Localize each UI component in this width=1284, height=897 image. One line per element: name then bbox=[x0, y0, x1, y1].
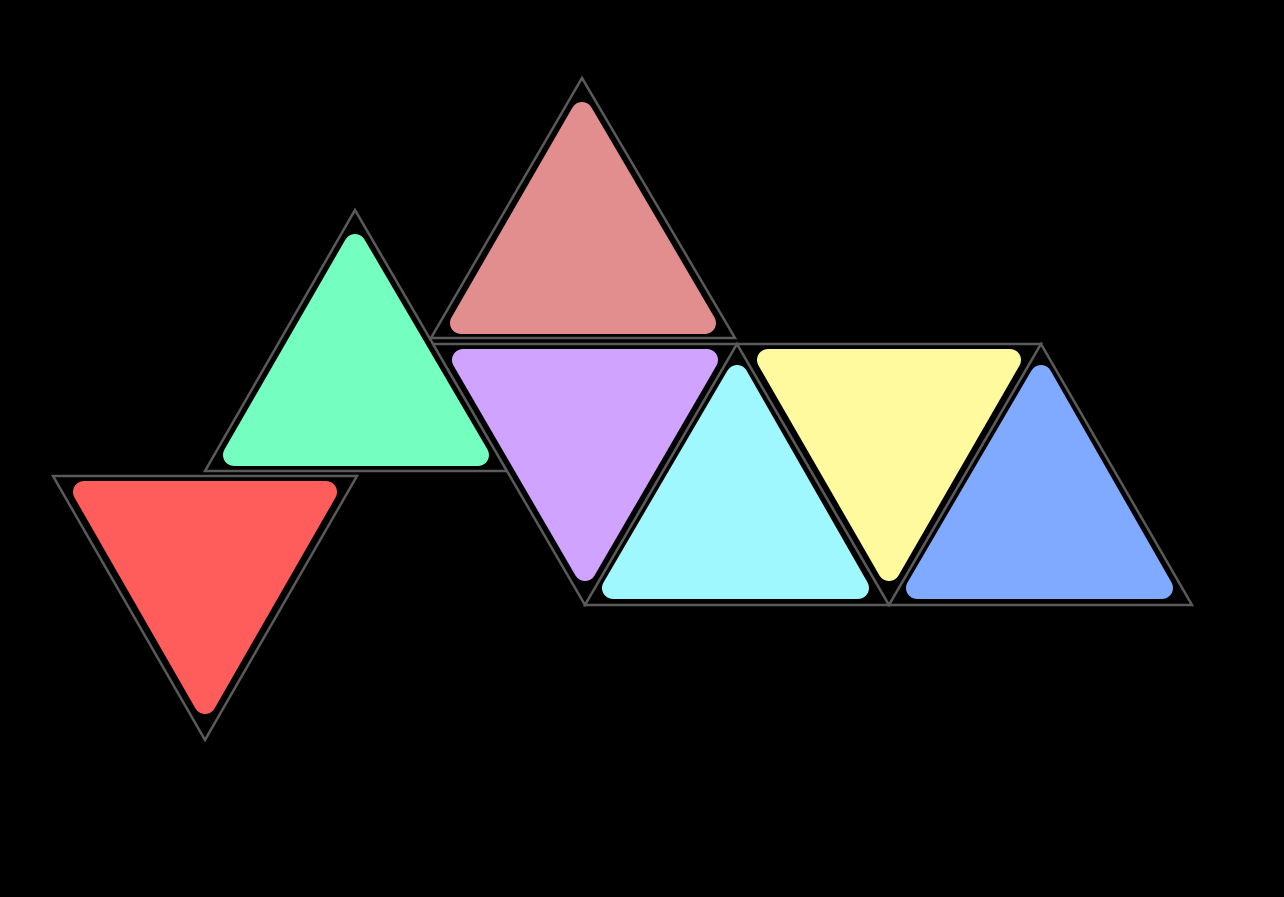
face-yellow-fill bbox=[757, 349, 1021, 581]
face-green bbox=[202, 207, 510, 473]
face-blue bbox=[886, 341, 1195, 607]
face-red-fill bbox=[73, 481, 337, 714]
face-cyan bbox=[582, 341, 892, 607]
triangle-faces bbox=[50, 75, 1195, 743]
face-rose bbox=[428, 75, 738, 340]
face-rose-fill bbox=[450, 102, 716, 334]
face-cyan-fill bbox=[602, 365, 869, 599]
face-green-fill bbox=[223, 234, 489, 466]
face-red bbox=[50, 474, 360, 743]
face-blue-fill bbox=[906, 365, 1173, 599]
face-purple-fill bbox=[452, 349, 718, 581]
